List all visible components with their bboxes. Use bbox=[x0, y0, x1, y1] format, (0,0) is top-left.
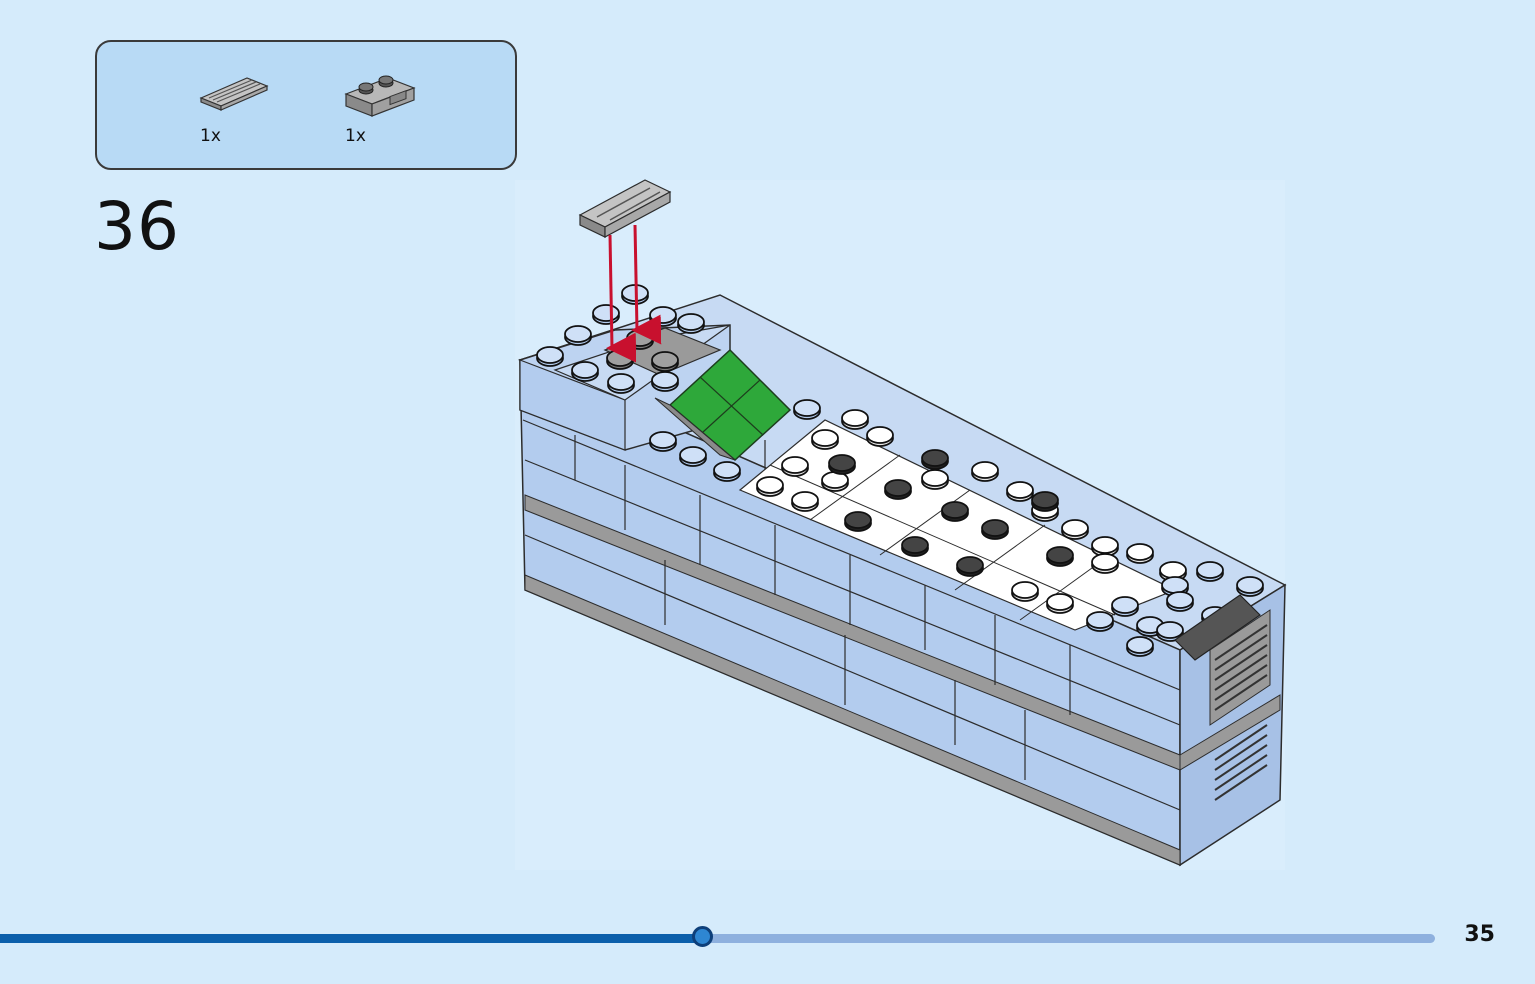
stud bbox=[1006, 481, 1034, 502]
stud bbox=[1166, 591, 1194, 612]
stud bbox=[651, 371, 679, 392]
stud bbox=[536, 346, 564, 367]
stud bbox=[971, 461, 999, 482]
parts-list-box: 1x 1x bbox=[95, 40, 517, 170]
stud bbox=[677, 313, 705, 334]
stud bbox=[866, 426, 894, 447]
stud bbox=[1091, 536, 1119, 557]
stud bbox=[1046, 546, 1074, 567]
stud bbox=[1111, 596, 1139, 617]
stud bbox=[1031, 491, 1059, 512]
stud bbox=[884, 479, 912, 500]
stud bbox=[756, 476, 784, 497]
stud bbox=[941, 501, 969, 522]
stud bbox=[713, 461, 741, 482]
plate-1x2-with-rail-icon bbox=[344, 75, 416, 117]
progress-bar bbox=[0, 926, 1435, 947]
page-number: 35 bbox=[1464, 922, 1495, 947]
stud bbox=[1196, 561, 1224, 582]
progress-indicator-knob bbox=[692, 926, 713, 947]
stud bbox=[571, 361, 599, 382]
stud bbox=[921, 469, 949, 490]
grille-tile-1x2-icon bbox=[199, 77, 269, 111]
stud bbox=[607, 373, 635, 394]
part-quantity: 1x bbox=[200, 126, 221, 146]
stud bbox=[649, 306, 677, 327]
build-step-illustration bbox=[515, 179, 1287, 870]
stud bbox=[921, 449, 949, 470]
stud bbox=[1046, 593, 1074, 614]
stud bbox=[1156, 621, 1184, 642]
step-number: 36 bbox=[94, 188, 180, 265]
stud bbox=[1126, 636, 1154, 657]
stud bbox=[844, 511, 872, 532]
stud bbox=[626, 329, 654, 350]
stud bbox=[1126, 543, 1154, 564]
stud bbox=[564, 325, 592, 346]
stud bbox=[821, 471, 849, 492]
parts-list-item: 1x bbox=[342, 72, 418, 146]
stud bbox=[781, 456, 809, 477]
stud bbox=[1086, 611, 1114, 632]
new-part-grille-tile bbox=[578, 179, 672, 239]
parts-list-item: 1x bbox=[197, 72, 269, 146]
stud bbox=[841, 409, 869, 430]
stud bbox=[1236, 576, 1264, 597]
stud bbox=[606, 349, 634, 370]
stud bbox=[828, 454, 856, 475]
stud bbox=[679, 446, 707, 467]
stud bbox=[592, 304, 620, 325]
stud bbox=[791, 491, 819, 512]
stud bbox=[901, 536, 929, 557]
placement-arrows bbox=[606, 224, 662, 363]
stud bbox=[1091, 553, 1119, 574]
stud bbox=[811, 429, 839, 450]
stud bbox=[981, 519, 1009, 540]
stud bbox=[649, 431, 677, 452]
stud bbox=[793, 399, 821, 420]
stud bbox=[1011, 581, 1039, 602]
stud bbox=[1061, 519, 1089, 540]
stud bbox=[651, 351, 679, 372]
stud bbox=[956, 556, 984, 577]
part-quantity: 1x bbox=[345, 126, 366, 146]
progress-bar-fill bbox=[0, 934, 703, 943]
